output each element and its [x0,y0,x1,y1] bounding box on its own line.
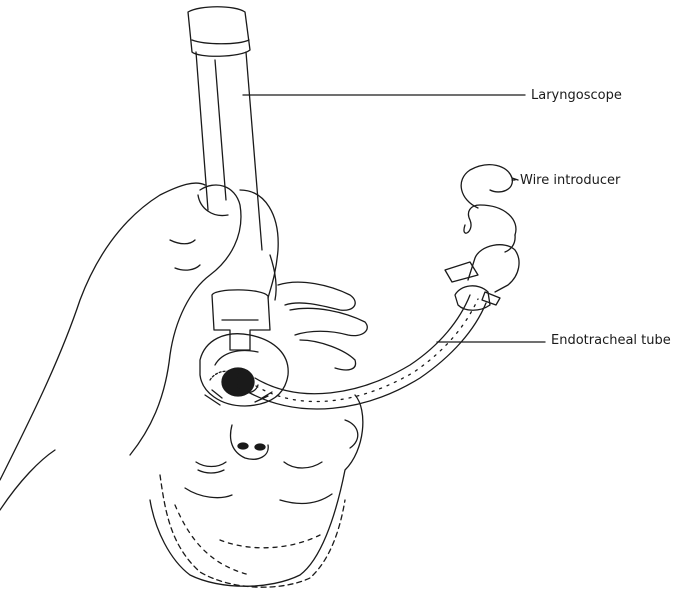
patient-mouth [200,334,288,406]
label-endotracheal-tube: Endotracheal tube [551,333,671,348]
label-wire-introducer: Wire introducer [520,173,620,188]
wire-introducer [461,165,518,252]
operator-hand [0,183,367,510]
patient-head [150,395,363,587]
endotracheal-tube [236,245,519,409]
label-laryngoscope: Laryngoscope [531,88,622,103]
laryngoscope [188,7,270,350]
